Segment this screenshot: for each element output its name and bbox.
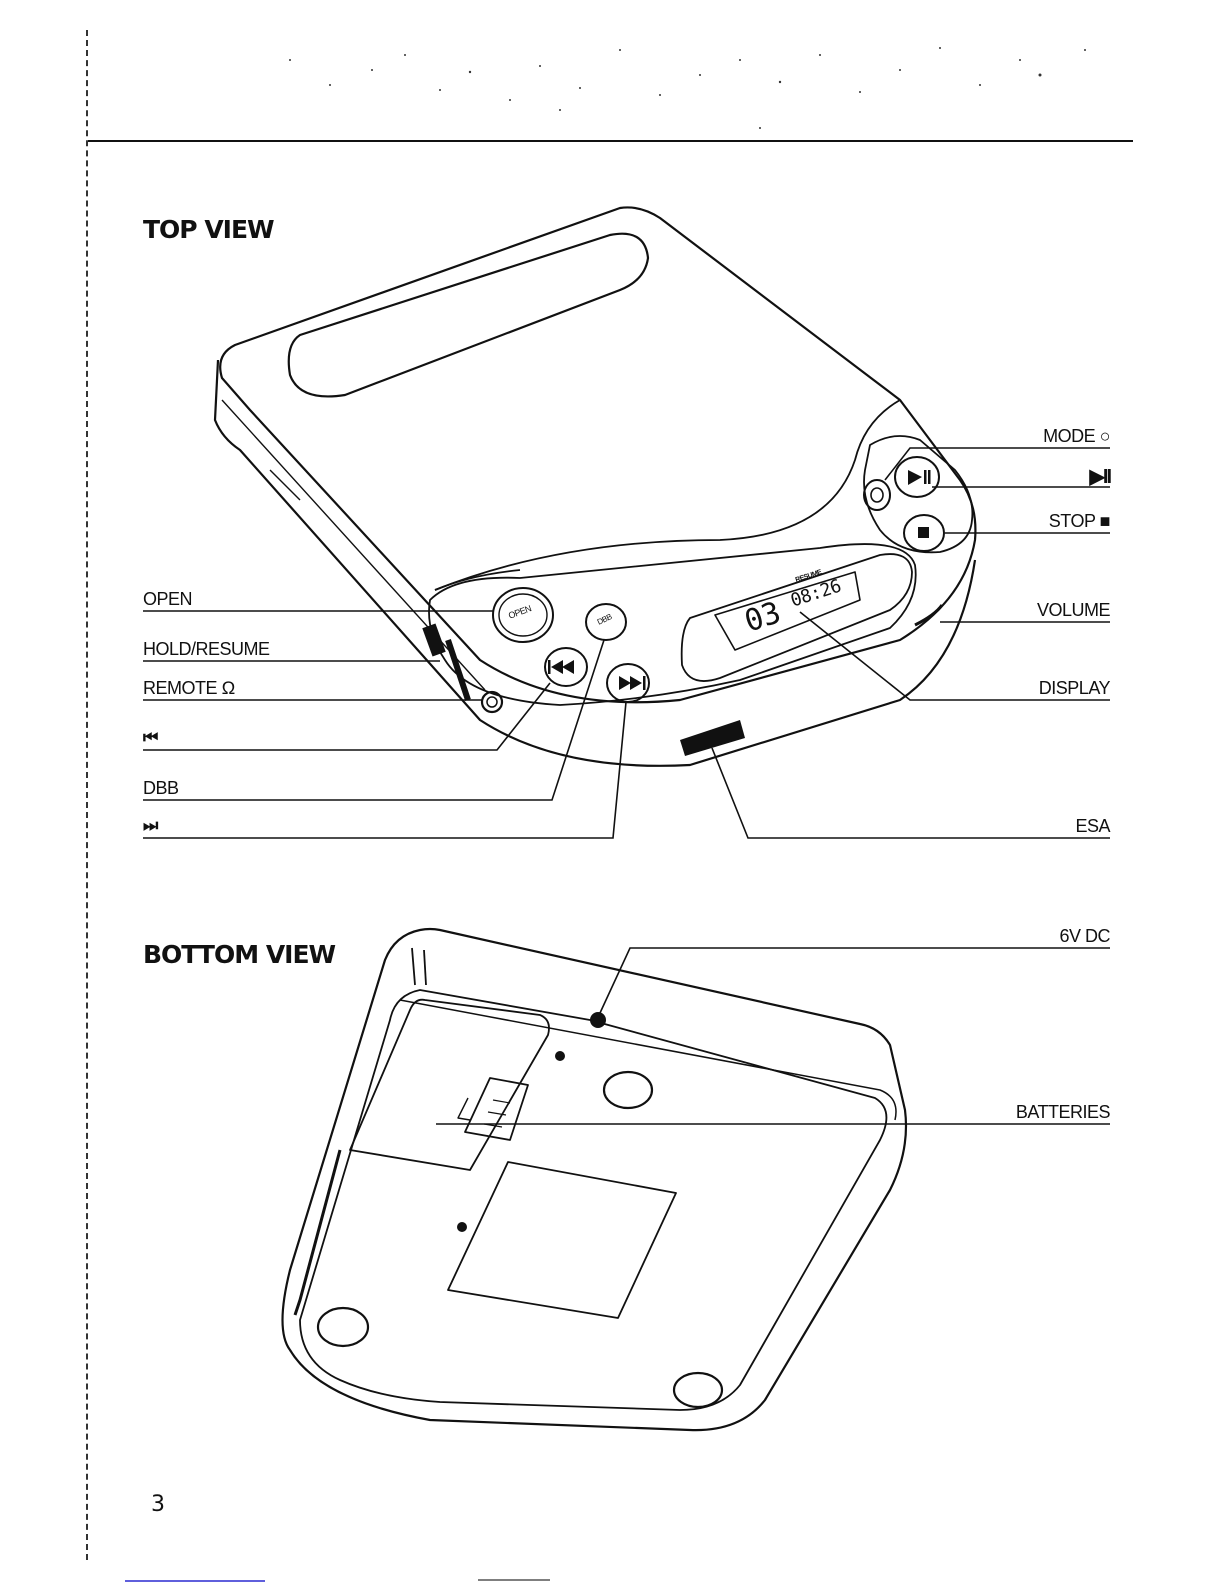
label-volume: VOLUME — [1037, 600, 1110, 621]
label-mode: MODE ○ — [1043, 426, 1110, 447]
label-previous-icon: ⏮ — [143, 728, 156, 748]
label-display: DISPLAY — [1039, 678, 1110, 699]
label-play-pause-icon: ▶II — [1090, 464, 1111, 489]
label-stop: STOP ■ — [1049, 511, 1110, 532]
label-esa: ESA — [1075, 816, 1110, 837]
label-6v-dc: 6V DC — [1059, 926, 1110, 947]
label-hold-resume: HOLD/RESUME — [143, 639, 270, 660]
top-view-leader-lines — [143, 448, 1110, 838]
label-next-icon: ⏭ — [143, 816, 156, 836]
label-open: OPEN — [143, 589, 192, 610]
top-view-device — [215, 207, 975, 765]
header-speckle — [289, 47, 1086, 129]
bottom-view-device — [283, 929, 907, 1430]
label-dbb: DBB — [143, 778, 179, 799]
label-batteries: BATTERIES — [1016, 1102, 1110, 1123]
page-number: 3 — [151, 1492, 165, 1517]
bottom-view-leader-lines — [436, 948, 1110, 1124]
label-remote: REMOTE Ω — [143, 678, 235, 699]
